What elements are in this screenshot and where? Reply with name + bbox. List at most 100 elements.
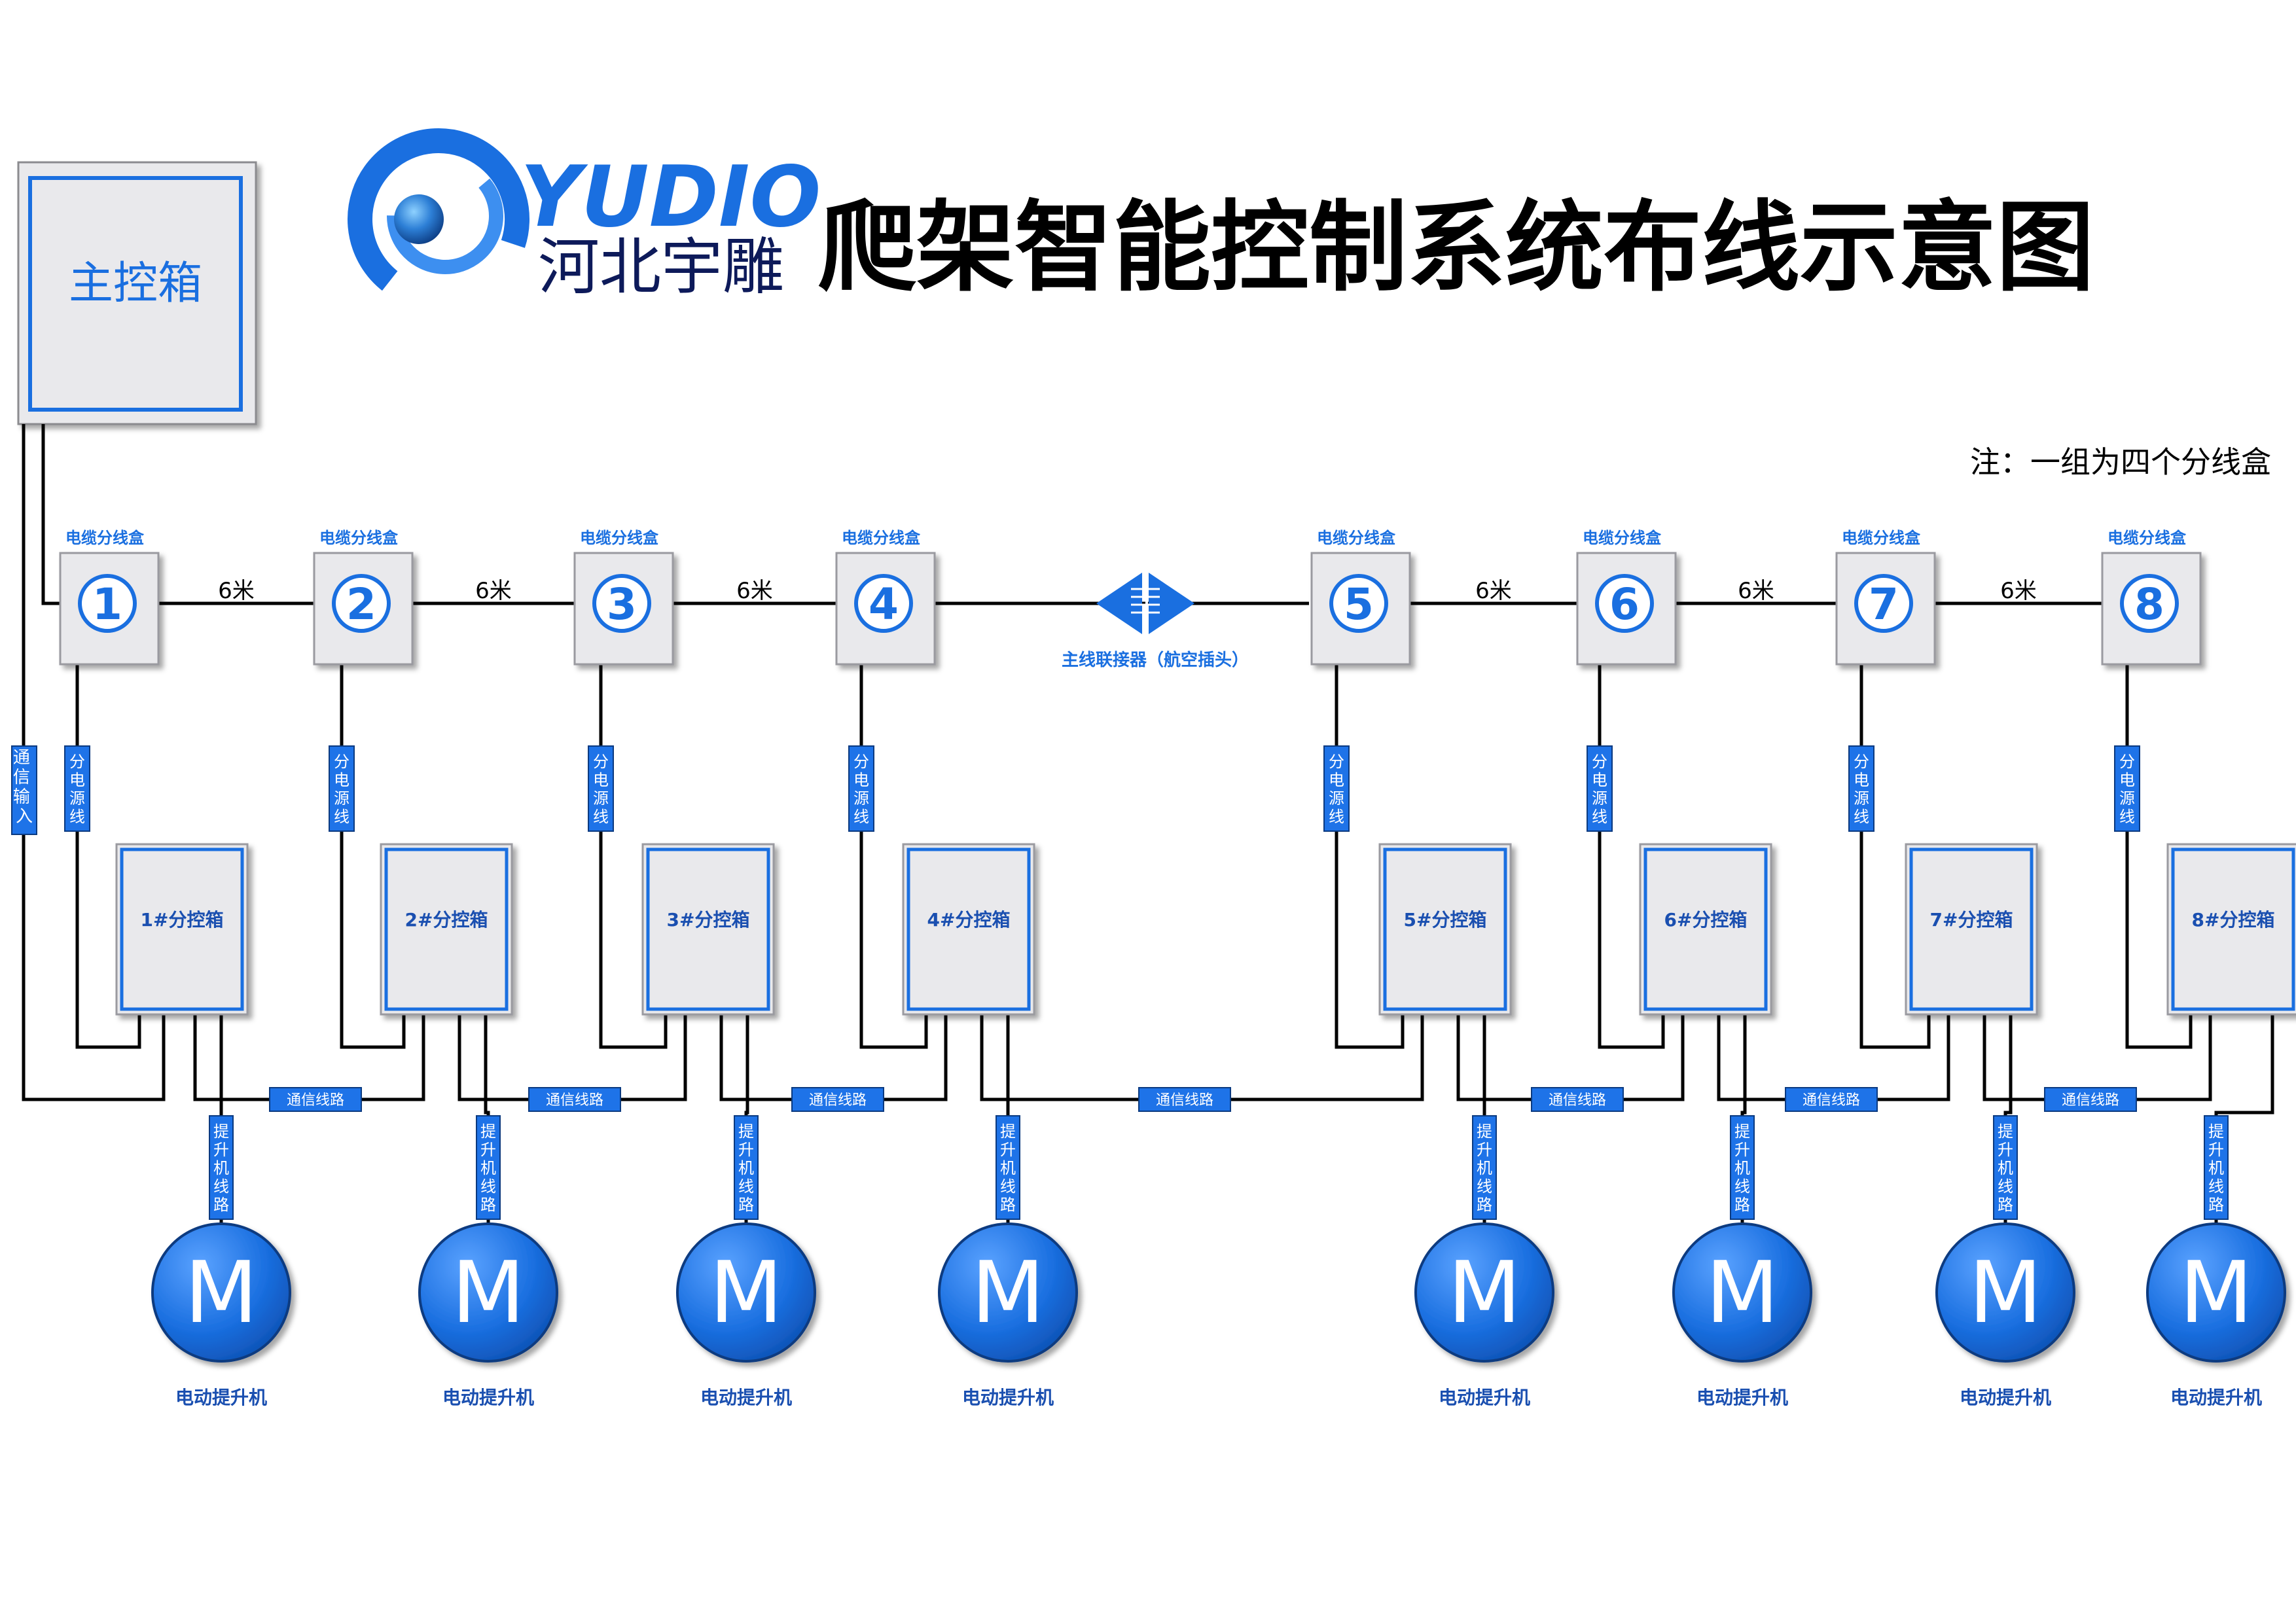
hoist-line-tag-char: 路 — [1477, 1196, 1492, 1214]
comm-line-wire — [1717, 1014, 1950, 1101]
power-branch-tag-char: 电 — [853, 771, 869, 789]
hoist-line-tag-char: 提 — [1998, 1122, 2013, 1141]
power-branch-tag-text: 分电源线 — [334, 753, 350, 826]
hoist-line-tag-text: 提升机线路 — [1000, 1122, 1016, 1214]
motor-label: 电动提升机 — [1960, 1387, 2051, 1408]
hoist-line-tag-char: 提 — [480, 1122, 496, 1141]
power-branch-tag-char: 线 — [69, 808, 85, 826]
comm-line-tag-bg — [1785, 1087, 1878, 1112]
hoist-line-tag: 提升机线路 — [996, 1115, 1020, 1220]
power-branch-tag: 分电源线 — [848, 745, 874, 832]
power-branch-tag-text: 分电源线 — [1854, 753, 1869, 826]
comm-line-tag: 通信线路 — [2044, 1087, 2137, 1112]
power-branch-tag: 分电源线 — [329, 745, 355, 832]
hoist-line-tag-char: 路 — [480, 1196, 496, 1214]
sub-control-box-label: 8#分控箱 — [2192, 909, 2275, 931]
main-control-box: 主控箱 — [17, 161, 257, 425]
power-branch-tag-char: 源 — [69, 789, 85, 808]
hoist-line-tag: 提升机线路 — [1993, 1115, 2018, 1220]
segment-length-label: 6米 — [736, 578, 773, 604]
hoist-line-tag-char: 线 — [1000, 1177, 1016, 1196]
power-branch-tag-text: 分电源线 — [853, 753, 869, 826]
power-branch-tag-bg — [329, 745, 355, 832]
motor-symbol: M — [185, 1243, 258, 1342]
comm-line-tag: 通信线路 — [791, 1087, 884, 1112]
power-branch-tag-char: 电 — [334, 771, 350, 789]
power-branch-tag-char: 分 — [2119, 753, 2135, 771]
globe-icon — [394, 194, 444, 244]
hoist-line-tag-char: 线 — [2208, 1177, 2224, 1196]
comm-line-tag-bg — [1138, 1087, 1231, 1112]
motor-label: 电动提升机 — [962, 1387, 1054, 1408]
comm-input-tag: 通 信 输 入 — [11, 745, 37, 835]
hoist-line-tag-char: 路 — [1734, 1196, 1750, 1214]
comm-line-tag-bg — [528, 1087, 621, 1112]
power-branch-tag-char: 电 — [1329, 771, 1344, 789]
hoist-line-tag-char: 机 — [1734, 1159, 1750, 1177]
motor-symbol: M — [971, 1243, 1045, 1342]
hoist-line-tag: 提升机线路 — [476, 1115, 501, 1220]
hoist-line-tag-char: 机 — [1477, 1159, 1492, 1177]
cable-box-label: 电缆分线盒 — [580, 529, 659, 547]
power-branch-wire — [599, 664, 668, 1049]
motor-icon — [151, 1222, 291, 1363]
hoist-line-tag-char: 升 — [1734, 1141, 1750, 1159]
brand-latin: YUDIO — [520, 149, 821, 246]
brand-cn: 河北宇雕 — [538, 232, 784, 303]
hoist-line-tag-char: 线 — [1998, 1177, 2013, 1196]
hoist-line-tag-bg — [2204, 1115, 2229, 1220]
hoist-line-tag: 提升机线路 — [209, 1115, 234, 1220]
sub-control-box-label: 6#分控箱 — [1664, 909, 1748, 931]
comm-line-tag-bg — [2044, 1087, 2137, 1112]
power-branch-wire — [75, 664, 141, 1049]
sub-control-box-label: 5#分控箱 — [1404, 909, 1487, 931]
motor-icon — [1935, 1222, 2075, 1363]
power-branch-tag-bg — [1587, 745, 1613, 832]
hoist-line-tag-char: 机 — [213, 1159, 229, 1177]
sub-control-box-label: 2#分控箱 — [405, 909, 488, 931]
power-branch-tag: 分电源线 — [1323, 745, 1350, 832]
segment-length-label: 6米 — [218, 578, 255, 604]
hoist-line-tag-char: 线 — [738, 1177, 754, 1196]
hoist-line-tag-char: 升 — [1477, 1141, 1492, 1159]
comm-line-tag-bg — [791, 1087, 884, 1112]
segment-length-label: 6米 — [1738, 578, 1774, 604]
hoist-line-tag-char: 机 — [738, 1159, 754, 1177]
sub-control-box-frame — [1643, 847, 1768, 1011]
connector-left-icon — [1096, 573, 1142, 634]
comm-line-wire — [1982, 1014, 2212, 1101]
hoist-line-tag-char: 路 — [213, 1196, 229, 1214]
power-branch-wire — [1859, 664, 1931, 1049]
hoist-line-tag-char: 提 — [1734, 1122, 1750, 1141]
power-branch-tag-char: 电 — [1592, 771, 1607, 789]
hoist-line-tag-char: 线 — [213, 1177, 229, 1196]
motor-icon — [938, 1222, 1078, 1363]
motor-icon — [1672, 1222, 1812, 1363]
motor-symbol: M — [452, 1243, 525, 1342]
hoist-line-tag: 提升机线路 — [1472, 1115, 1497, 1220]
main-connector: 主线联接器（航空插头） — [933, 569, 1309, 670]
hoist-line-tag-text: 提升机线路 — [738, 1122, 754, 1214]
comm-input-char: 通 — [13, 748, 30, 768]
sub-control-box-label: 1#分控箱 — [141, 909, 224, 931]
hoist-line-tag-char: 升 — [2208, 1141, 2224, 1159]
power-branch-tag-char: 源 — [2119, 789, 2135, 808]
power-branch-tag-char: 源 — [1329, 789, 1344, 808]
hoist-line-tag: 提升机线路 — [734, 1115, 759, 1220]
main-to-box1-wire — [41, 424, 60, 605]
hoist-line-tag-bg — [209, 1115, 234, 1220]
power-branch-tag-char: 分 — [69, 753, 85, 771]
hoist-line-tag-char: 提 — [738, 1122, 754, 1141]
power-branch-tag: 分电源线 — [2114, 745, 2140, 832]
cable-box-label: 电缆分线盒 — [1842, 529, 1921, 547]
hoist-line-tag-char: 路 — [738, 1196, 754, 1214]
hoist-line-tag-char: 机 — [480, 1159, 496, 1177]
motor-icon — [2146, 1222, 2286, 1363]
sub-control-box-frame — [1383, 847, 1507, 1011]
sub-control-box-frame — [120, 847, 244, 1011]
cable-box-number: 5 — [1344, 579, 1374, 630]
hoist-line-tag-char: 机 — [2208, 1159, 2224, 1177]
motor-symbol: M — [1706, 1243, 1779, 1342]
hoist-line-tag-char: 机 — [1998, 1159, 2013, 1177]
